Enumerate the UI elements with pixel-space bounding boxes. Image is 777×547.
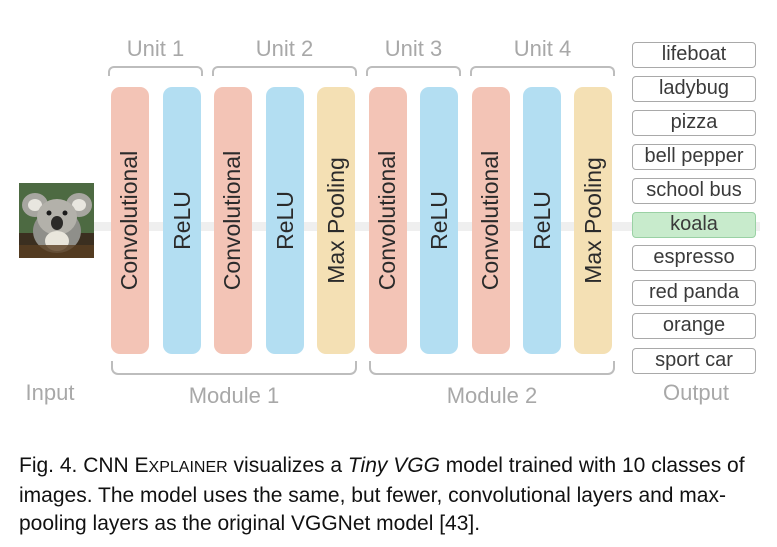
layer-label: Convolutional xyxy=(374,150,401,291)
layer-relu-3: ReLU xyxy=(420,87,458,354)
caption-tool-rest: XPLAINER xyxy=(148,459,228,476)
unit-label-4: Unit 4 xyxy=(513,36,572,61)
output-class-espresso: espresso xyxy=(632,245,756,271)
layer-convolutional-4: Convolutional xyxy=(472,87,510,354)
unit-bracket-1 xyxy=(108,66,203,76)
layer-relu-4: ReLU xyxy=(523,87,561,354)
layer-convolutional-1: Convolutional xyxy=(111,87,149,354)
caption-model-name: Tiny VGG xyxy=(347,454,440,477)
layer-convolutional-3: Convolutional xyxy=(369,87,407,354)
layer-label: Convolutional xyxy=(116,150,143,291)
layer-label: Max Pooling xyxy=(579,157,606,284)
output-class-ladybug: ladybug xyxy=(632,76,756,102)
module-label-2: Module 2 xyxy=(446,383,538,408)
layer-max-pooling-2: Max Pooling xyxy=(574,87,612,354)
module-bracket-2 xyxy=(369,361,615,375)
output-class-orange: orange xyxy=(632,313,756,339)
output-class-koala: koala xyxy=(632,212,756,238)
layer-label: Convolutional xyxy=(477,150,504,291)
module-bracket-1 xyxy=(111,361,357,375)
caption-text-1: visualizes a xyxy=(227,454,348,477)
output-class-sport-car: sport car xyxy=(632,348,756,374)
output-label: Output xyxy=(662,380,730,405)
layer-label: ReLU xyxy=(425,191,452,250)
unit-label-2: Unit 2 xyxy=(255,36,314,61)
caption-text-2: model trained with 10 classes of images.… xyxy=(19,454,745,535)
unit-bracket-3 xyxy=(366,66,461,76)
layer-convolutional-2: Convolutional xyxy=(214,87,252,354)
layer-label: ReLU xyxy=(168,191,195,250)
output-class-bell-pepper: bell pepper xyxy=(632,144,756,170)
module-label-1: Module 1 xyxy=(188,383,280,408)
caption-fig-number: Fig. 4. xyxy=(19,454,78,477)
unit-label-3: Unit 3 xyxy=(384,36,443,61)
layer-max-pooling-1: Max Pooling xyxy=(317,87,355,354)
layer-label: ReLU xyxy=(271,191,298,250)
output-class-lifeboat: lifeboat xyxy=(632,42,756,68)
layer-relu-1: ReLU xyxy=(163,87,201,354)
layer-relu-2: ReLU xyxy=(266,87,304,354)
output-class-school-bus: school bus xyxy=(632,178,756,204)
layer-label: Max Pooling xyxy=(322,157,349,284)
layer-label: Convolutional xyxy=(219,150,246,291)
input-label: Input xyxy=(25,380,75,405)
unit-bracket-4 xyxy=(470,66,615,76)
unit-bracket-2 xyxy=(212,66,357,76)
layer-label: ReLU xyxy=(528,191,555,250)
output-class-red-panda: red panda xyxy=(632,280,756,306)
unit-label-1: Unit 1 xyxy=(126,36,185,61)
caption-tool-name: CNN EXPLAINER xyxy=(83,454,227,477)
caption-tool-first: CNN E xyxy=(83,454,149,477)
figure-caption: Fig. 4. CNN EXPLAINER visualizes a Tiny … xyxy=(19,452,769,538)
output-class-pizza: pizza xyxy=(632,110,756,136)
koala-input-image xyxy=(19,183,94,258)
